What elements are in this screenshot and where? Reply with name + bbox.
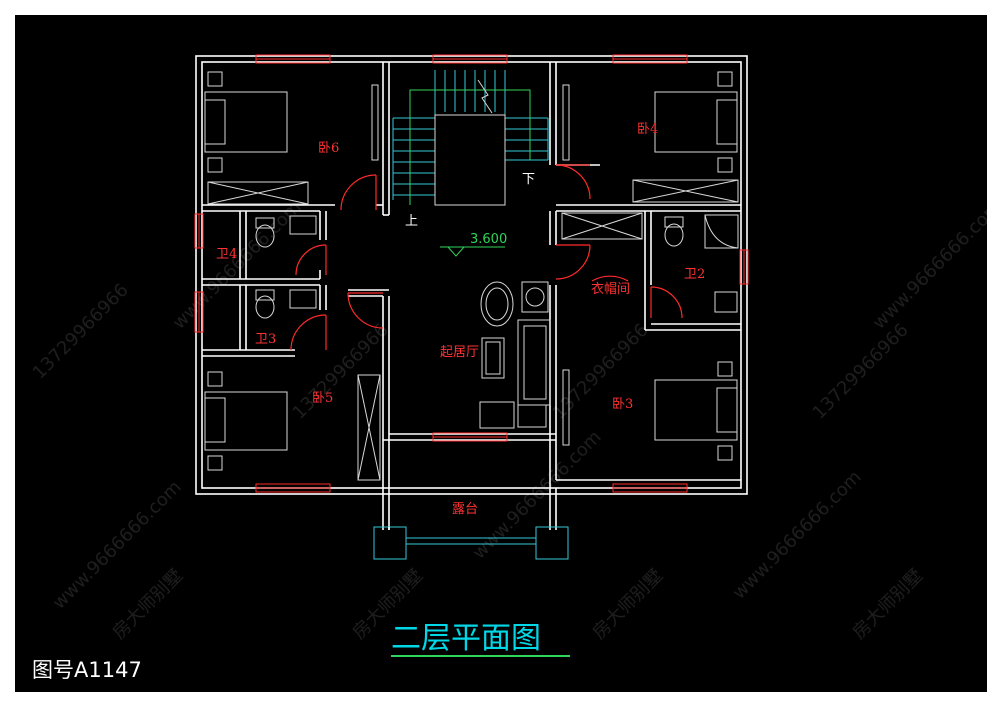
coffee-table xyxy=(480,281,514,327)
watermark-brand: 房大师别墅 xyxy=(589,565,667,643)
room-label-terrace: 露台 xyxy=(452,502,478,517)
room-label-bath2: 卫2 xyxy=(684,267,705,282)
cad-canvas: 房大师别墅 房大师别墅 房大师别墅 房大师别墅 13729966966 1372… xyxy=(15,15,987,692)
room-label-living: 起居厅 xyxy=(440,345,479,360)
watermark-phone: 13729966966 xyxy=(29,280,133,384)
room-label-bedroom5: 卧5 xyxy=(312,391,333,406)
bed xyxy=(204,391,288,451)
watermark-layer: 房大师别墅 房大师别墅 房大师别墅 房大师别墅 13729966966 1372… xyxy=(29,197,987,644)
room-label-bath3: 卫3 xyxy=(255,332,276,347)
stair-up-label: 上 xyxy=(405,214,418,229)
drawing-number: 图号A1147 xyxy=(32,658,142,682)
stair-down-label: 下 xyxy=(522,172,535,187)
watermark-site: www.9666666.com xyxy=(869,197,987,334)
drawing-title: 二层平面图 xyxy=(391,621,541,656)
outer-wall xyxy=(195,55,748,495)
watermark-phone: 13729966966 xyxy=(809,320,913,424)
watermark-site: www.9666666.com xyxy=(469,427,606,564)
watermark-phone: 13729966966 xyxy=(549,320,653,424)
outer-wall-inner xyxy=(201,61,742,489)
room-labels: 卧6 卧4 卧5 卧3 卫4 卫3 卫2 衣帽间 起居厅 露台 xyxy=(216,122,705,517)
room-label-closet: 衣帽间 xyxy=(591,281,630,297)
bed xyxy=(204,91,288,153)
elevation-marker: 3.600 xyxy=(440,232,507,257)
watermark-phone: 13729966966 xyxy=(289,320,393,424)
watermark-brand: 房大师别墅 xyxy=(849,565,927,643)
windows xyxy=(194,54,749,493)
room-label-bath4: 卫4 xyxy=(216,247,237,262)
walls xyxy=(195,55,748,530)
doors xyxy=(290,164,683,351)
staircase: 上 下 xyxy=(392,70,549,229)
room-label-bedroom3: 卧3 xyxy=(612,397,633,412)
watermark-site: www.9666666.com xyxy=(169,197,306,334)
bed xyxy=(654,91,738,153)
watermark-brand: 房大师别墅 xyxy=(109,565,187,643)
bed xyxy=(654,379,738,441)
terrace xyxy=(373,526,569,560)
elevation-label: 3.600 xyxy=(470,232,507,247)
room-label-bedroom6: 卧6 xyxy=(318,141,339,156)
floor-plan: 房大师别墅 房大师别墅 房大师别墅 房大师别墅 13729966966 1372… xyxy=(29,54,987,657)
room-label-bedroom4: 卧4 xyxy=(637,122,658,137)
title-block: 二层平面图 xyxy=(391,621,570,657)
watermark-site: www.9666666.com xyxy=(729,467,866,604)
furniture xyxy=(204,71,739,481)
sofa xyxy=(517,319,551,406)
